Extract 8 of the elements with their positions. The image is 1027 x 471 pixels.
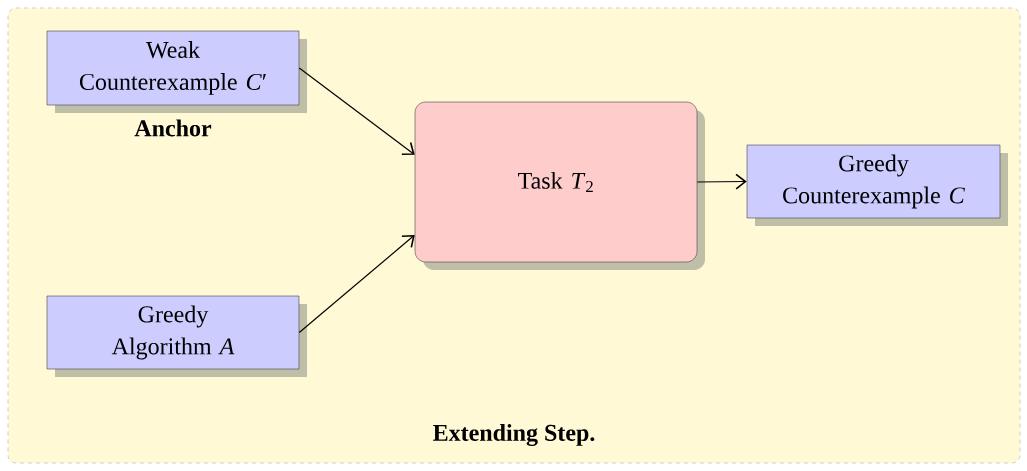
arrow (298, 67, 415, 155)
input-box: Greedy Algorithm A (46, 295, 307, 377)
task-box: Task T$_{2}$ (414, 101, 705, 270)
arrow (696, 173, 747, 190)
input-box: Weak Counterexample C′ (46, 30, 307, 113)
arrow (298, 234, 415, 334)
output-box: Greedy Counterexample C (746, 144, 1008, 226)
anchor-label: Anchor (134, 119, 212, 137)
